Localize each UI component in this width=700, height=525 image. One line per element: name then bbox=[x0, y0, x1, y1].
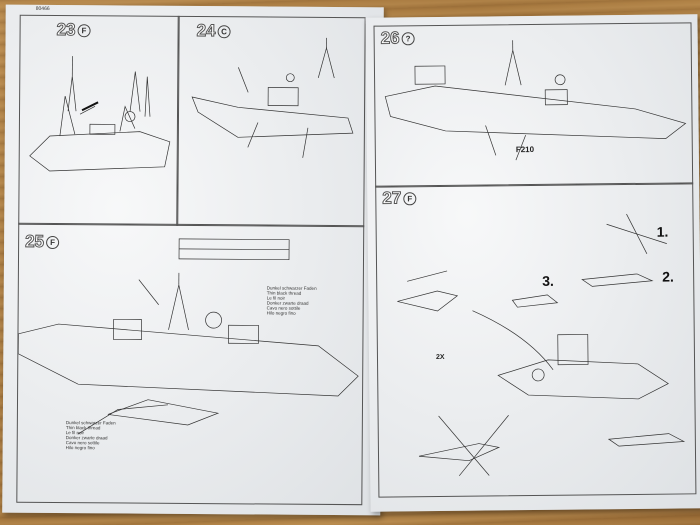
ship-drawing-25 bbox=[17, 238, 359, 435]
callout-1: 1. bbox=[656, 223, 669, 240]
hull-code: F210 bbox=[515, 144, 535, 155]
helicopter-assembly-drawing bbox=[397, 213, 686, 477]
ship-drawing-24 bbox=[191, 37, 354, 158]
thread-note-right: Dunkel schwarzer Faden Thin black thread… bbox=[266, 285, 317, 316]
twox-label: 2X bbox=[435, 353, 445, 362]
callout-2: 2. bbox=[662, 268, 674, 285]
panel-step-26: 26? F210 bbox=[373, 22, 694, 188]
thread-note: Dunkel schwarzer Faden Thin black thread… bbox=[65, 420, 116, 451]
corner-code: 80466 bbox=[35, 5, 50, 12]
ship-drawing-23 bbox=[29, 56, 171, 172]
ship-drawing-26 bbox=[384, 40, 687, 161]
callout-3: 3. bbox=[542, 272, 554, 289]
